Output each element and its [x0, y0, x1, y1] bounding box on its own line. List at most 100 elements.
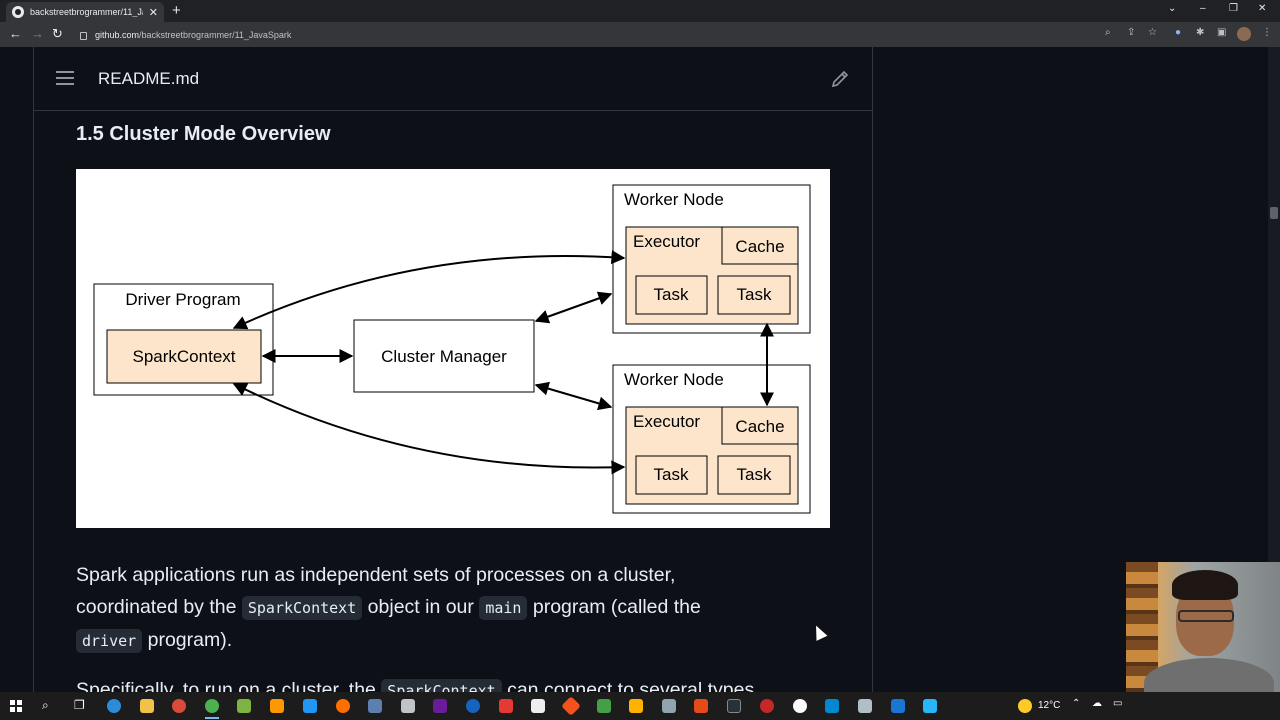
back-icon[interactable]: ←: [9, 26, 22, 41]
worker-node-2-label: Worker Node: [624, 370, 724, 389]
cluster-manager-label: Cluster Manager: [381, 347, 507, 366]
readme-file-name: README.md: [98, 69, 200, 88]
vscode-icon[interactable]: [303, 699, 317, 713]
pdf-icon[interactable]: [499, 699, 513, 713]
para2-text-b: can connect to several types: [501, 679, 755, 692]
app-icon-2[interactable]: [531, 699, 545, 713]
new-tab-icon[interactable]: +: [172, 2, 181, 19]
app-icon-4[interactable]: [629, 699, 643, 713]
app-icon-8[interactable]: [858, 699, 872, 713]
app-icon-10[interactable]: [923, 699, 937, 713]
chrome-active-indicator: [205, 717, 219, 719]
maps-icon[interactable]: [793, 699, 807, 713]
browser-tab[interactable]: backstreetbrogrammer/11_JavaS ✕: [6, 2, 164, 22]
task-1a-label: Task: [654, 285, 689, 304]
windows-start-icon[interactable]: [10, 700, 22, 712]
page-scrollbar[interactable]: [1268, 47, 1280, 692]
diagram-svg: Driver Program SparkContext Cluster Mana…: [93, 184, 811, 514]
windows-taskbar: ⌕ ❐ 12°C ⌃ ☁ ▭: [0, 692, 1280, 720]
code-main: main: [479, 596, 528, 620]
side-panel-icon[interactable]: ▣: [1217, 27, 1227, 38]
task-2b-box: [717, 455, 791, 495]
url-host: github.com: [95, 29, 140, 40]
cache-2-label: Cache: [735, 417, 784, 436]
para1-text-c: object in our: [362, 596, 480, 618]
browser-tab-bar: backstreetbrogrammer/11_JavaS ✕ + ⌄ – ❐ …: [0, 0, 1280, 22]
spark-context-label: SparkContext: [133, 347, 236, 366]
document-icon[interactable]: [401, 699, 415, 713]
spark-context-box: [106, 329, 262, 384]
chrome-icon[interactable]: [205, 699, 219, 713]
postgres-icon[interactable]: [368, 699, 382, 713]
scroll-thumb[interactable]: [1270, 207, 1278, 219]
intellij-icon[interactable]: [433, 699, 447, 713]
cluster-manager-box: [353, 319, 535, 393]
profile-avatar[interactable]: [1237, 27, 1251, 41]
code-sparkcontext: SparkContext: [241, 596, 363, 620]
edge-icon[interactable]: [107, 699, 121, 713]
notepad-icon[interactable]: [237, 699, 251, 713]
bookmark-star-icon[interactable]: ☆: [1148, 27, 1157, 38]
share-icon[interactable]: ⇪: [1127, 27, 1136, 38]
para2-text-a: Specifically, to run on a cluster, the: [76, 679, 382, 692]
weather-temperature: 12°C: [1038, 700, 1061, 711]
para1-text-d: program (called the: [527, 596, 701, 618]
para1-text-e: program).: [142, 629, 233, 651]
presenter-glasses: [1178, 610, 1234, 622]
zoom-icon[interactable]: ⌕: [1105, 27, 1111, 38]
sublime-icon[interactable]: [270, 699, 284, 713]
app-icon-3[interactable]: [597, 699, 611, 713]
browser-menu-icon[interactable]: ⋮: [1262, 27, 1272, 38]
list-toc-icon[interactable]: [56, 71, 74, 85]
executor-2-label: Executor: [633, 412, 700, 431]
terminal-icon[interactable]: [727, 699, 741, 713]
weather-icon[interactable]: [1018, 699, 1032, 713]
app-icon-7[interactable]: [825, 699, 839, 713]
forward-icon: →: [31, 26, 44, 41]
worker-node-1-label: Worker Node: [624, 190, 724, 209]
restore-icon[interactable]: ❐: [1229, 3, 1238, 14]
reload-icon[interactable]: ↻: [52, 26, 63, 41]
arrow-driver-worker1: [232, 250, 626, 330]
readme-header: README.md: [34, 47, 872, 111]
paragraph-2: Specifically, to run on a cluster, the S…: [76, 679, 754, 692]
task-2a-label: Task: [654, 465, 689, 484]
window-close-icon[interactable]: ✕: [1258, 3, 1267, 14]
cluster-mode-diagram: Driver Program SparkContext Cluster Mana…: [76, 169, 830, 528]
minimize-icon[interactable]: –: [1200, 3, 1206, 14]
task-view-icon[interactable]: ❐: [74, 698, 85, 712]
search-icon[interactable]: ⌕: [42, 698, 49, 712]
task-1a-box: [635, 275, 708, 315]
postman-icon[interactable]: [336, 699, 350, 713]
webcam-overlay: [1126, 562, 1280, 692]
extension-icon[interactable]: ●: [1175, 27, 1182, 38]
app-icon-1[interactable]: [172, 699, 186, 713]
office-icon[interactable]: [694, 699, 708, 713]
tab-search-icon[interactable]: ⌄: [1168, 3, 1177, 14]
presenter-hair: [1172, 570, 1238, 600]
para1-text-a: Spark applications run as independent se…: [76, 564, 676, 586]
task-2b-label: Task: [737, 465, 772, 484]
extensions-puzzle-icon[interactable]: ✱: [1196, 27, 1205, 38]
section-heading: 1.5 Cluster Mode Overview: [76, 123, 331, 145]
zoom-app-icon[interactable]: [466, 699, 480, 713]
url-text: github.com/backstreetbrogrammer/11_JavaS…: [95, 30, 291, 40]
git-icon[interactable]: [561, 696, 581, 716]
github-favicon-icon: [12, 6, 24, 18]
app-icon-6[interactable]: [760, 699, 774, 713]
tab-close-icon[interactable]: ✕: [148, 6, 158, 19]
cache-1-label: Cache: [735, 237, 784, 256]
network-icon[interactable]: ▭: [1113, 698, 1123, 709]
code-sparkcontext-2: SparkContext: [381, 679, 502, 692]
app-icon-9[interactable]: [891, 699, 905, 713]
arrow-driver-worker2: [232, 383, 626, 475]
browser-toolbar: ← → ↻ github.com/backstreetbrogrammer/11…: [0, 22, 1280, 47]
file-explorer-icon[interactable]: [140, 699, 154, 713]
arrow-manager-worker2: [534, 381, 613, 411]
tray-chevron-icon[interactable]: ⌃: [1072, 698, 1081, 709]
address-bar[interactable]: github.com/backstreetbrogrammer/11_JavaS…: [72, 25, 1170, 44]
onedrive-icon[interactable]: ☁: [1092, 698, 1102, 709]
app-icon-5[interactable]: [662, 699, 676, 713]
pencil-edit-icon[interactable]: [830, 69, 850, 89]
code-driver: driver: [76, 629, 143, 653]
